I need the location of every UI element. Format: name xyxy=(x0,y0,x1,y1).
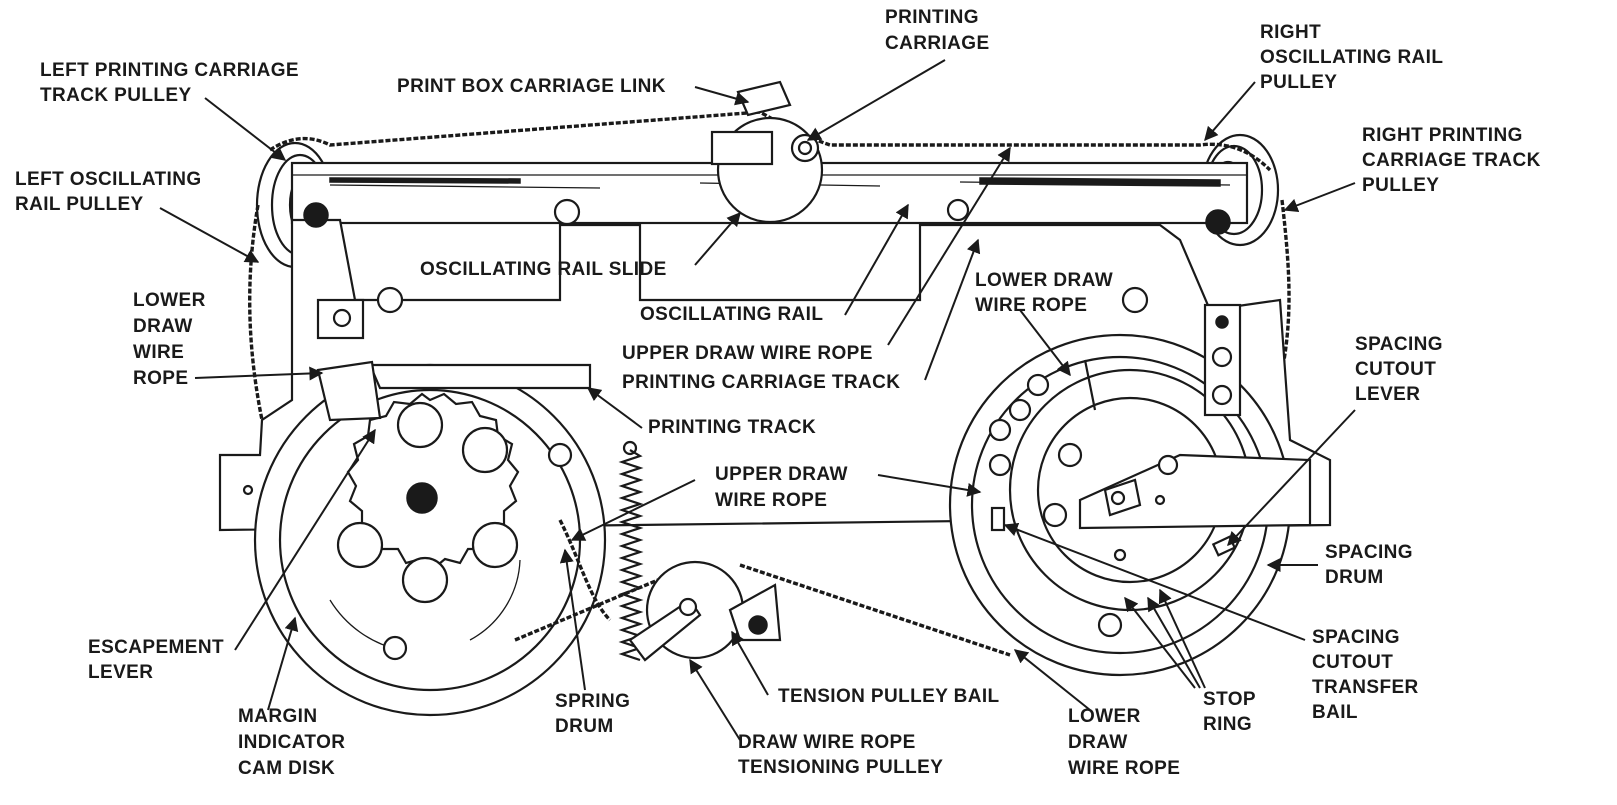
mechanism-drawing xyxy=(218,80,1332,717)
label-upper-draw-wire-rope-top: UPPER DRAW WIRE ROPE xyxy=(622,343,873,364)
leader-lines xyxy=(159,59,1356,741)
label-tension-pulley-bail: TENSION PULLEY BAIL xyxy=(778,686,1000,707)
printing-track-bar xyxy=(368,363,592,390)
label-left-printing-carriage-track-pulley: LEFT PRINTING CARRIAGE TRACK PULLEY xyxy=(40,60,305,106)
label-oscillating-rail: OSCILLATING RAIL xyxy=(640,304,823,325)
label-print-box-carriage-link: PRINT BOX CARRIAGE LINK xyxy=(397,76,666,97)
label-margin-indicator-cam-disk: MARGIN INDICATOR CAM DISK xyxy=(238,706,351,779)
label-spacing-cutout-transfer-bail: SPACING CUTOUT TRANSFER BAIL xyxy=(1312,627,1424,723)
printing-carriage-assembly xyxy=(710,80,824,224)
left-vertical-wire-rope xyxy=(248,204,264,421)
label-escapement-lever: ESCAPEMENT LEVER xyxy=(88,637,230,683)
label-oscillating-rail-slide: OSCILLATING RAIL SLIDE xyxy=(420,259,667,280)
label-left-oscillating-rail-pulley: LEFT OSCILLATING RAIL PULLEY xyxy=(15,169,207,215)
coil-spring xyxy=(618,449,644,662)
label-printing-carriage: PRINTING CARRIAGE xyxy=(885,7,990,54)
left-wheel-assembly xyxy=(253,363,607,717)
label-printing-track: PRINTING TRACK xyxy=(648,417,816,438)
label-printing-carriage-track: PRINTING CARRIAGE TRACK xyxy=(622,372,900,393)
tensioning-pulley-assembly xyxy=(628,560,782,662)
label-spacing-cutout-lever: SPACING CUTOUT LEVER xyxy=(1355,334,1449,405)
label-draw-wire-rope-tensioning-pulley: DRAW WIRE ROPE TENSIONING PULLEY xyxy=(738,732,943,778)
label-upper-draw-wire-rope-mid: UPPER DRAW WIRE ROPE xyxy=(715,464,853,511)
label-right-printing-carriage-track-pulley: RIGHT PRINTING CARRIAGE TRACK PULLEY xyxy=(1362,125,1546,196)
label-lower-draw-wire-rope-bottom: LOWER DRAW WIRE ROPE xyxy=(1068,706,1180,779)
label-lower-draw-wire-rope-left: LOWER DRAW WIRE ROPE xyxy=(133,290,211,389)
part-labels: PRINTING CARRIAGE RIGHT OSCILLATING RAIL… xyxy=(15,7,1546,779)
label-spring-drum: SPRING DRUM xyxy=(555,691,636,737)
label-right-oscillating-rail-pulley: RIGHT OSCILLATING RAIL PULLEY xyxy=(1260,22,1449,93)
label-stop-ring: STOP RING xyxy=(1203,689,1261,735)
label-spacing-drum: SPACING DRUM xyxy=(1325,542,1419,588)
label-lower-draw-wire-rope-right: LOWER DRAW WIRE ROPE xyxy=(975,270,1119,316)
lower-draw-wire-rope xyxy=(514,519,1011,657)
